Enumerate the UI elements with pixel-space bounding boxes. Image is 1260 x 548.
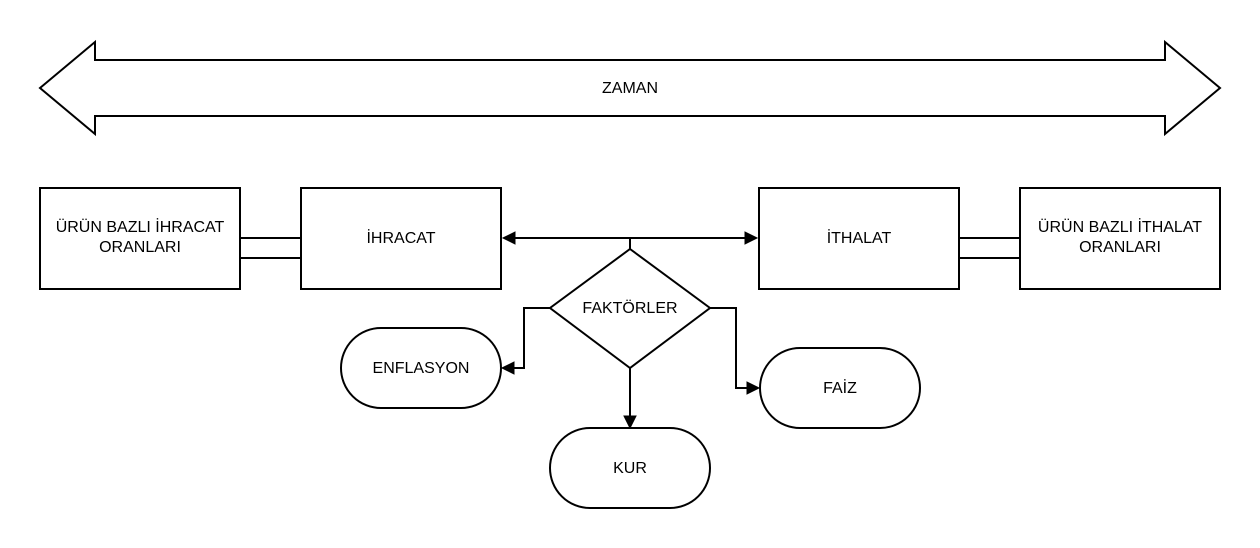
- interest-terminal: [759, 347, 921, 429]
- exchange-rate-node: KUR: [549, 427, 711, 509]
- export-rates-box: [39, 187, 241, 290]
- time-label: ZAMAN: [602, 80, 658, 97]
- factors-to-inflation-edge: [500, 307, 550, 375]
- factors-node: FAKTÖRLER: [548, 247, 712, 370]
- import-node: İTHALAT: [758, 187, 960, 290]
- import-label: İTHALAT: [827, 228, 892, 247]
- import-rates-node: ÜRÜN BAZLI İTHALAT ORANLARI: [1019, 187, 1221, 290]
- time-double-arrow-shape: [38, 39, 1222, 137]
- export-box: [300, 187, 502, 290]
- inflation-terminal: [340, 327, 502, 409]
- exchange-rate-label: KUR: [613, 460, 647, 477]
- arrowhead-to-exchange: [623, 415, 637, 430]
- factors-to-interest-line: [710, 307, 748, 389]
- factors-to-trade-line: [514, 237, 746, 249]
- factors-label: FAKTÖRLER: [582, 299, 677, 317]
- arrowhead-to-import: [744, 231, 759, 245]
- time-arrow: ZAMAN: [38, 39, 1222, 137]
- export-label: İHRACAT: [366, 228, 435, 247]
- export-import-connector: [501, 231, 759, 249]
- arrowhead-to-export: [501, 231, 516, 245]
- export-rates-node: ÜRÜN BAZLI İHRACAT ORANLARI: [39, 187, 241, 290]
- interest-label: FAİZ: [823, 378, 857, 397]
- export-rates-label-line1: ÜRÜN BAZLI İHRACAT: [56, 217, 225, 236]
- import-rates-box: [1019, 187, 1221, 290]
- inflation-label: ENFLASYON: [373, 360, 470, 377]
- export-node: İHRACAT: [300, 187, 502, 290]
- import-box: [758, 187, 960, 290]
- factors-to-interest-edge: [710, 307, 761, 395]
- arrowhead-to-interest: [746, 381, 761, 395]
- export-rates-label-line2: ORANLARI: [99, 239, 181, 256]
- arrowhead-to-inflation: [500, 361, 515, 375]
- import-rates-label-line2: ORANLARI: [1079, 239, 1161, 256]
- import-rates-label-line1: ÜRÜN BAZLI İTHALAT: [1038, 217, 1202, 236]
- inflation-node: ENFLASYON: [340, 327, 502, 409]
- factors-to-exchange-edge: [623, 368, 637, 430]
- interest-node: FAİZ: [759, 347, 921, 429]
- factors-to-inflation-line: [513, 307, 550, 369]
- exchange-rate-terminal: [549, 427, 711, 509]
